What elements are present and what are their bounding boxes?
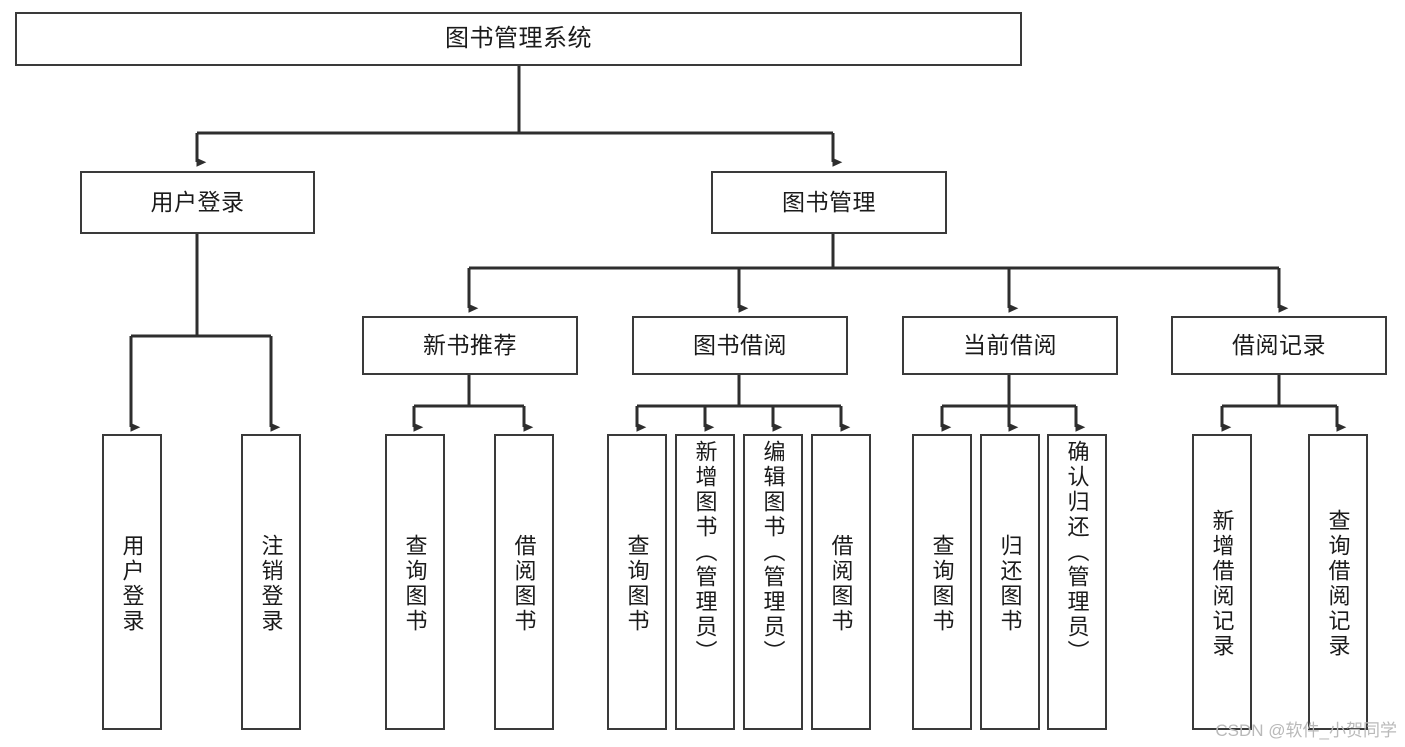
node-label: 图书管理	[782, 188, 876, 215]
node-borrow-record[interactable]: 借阅记录	[1171, 316, 1387, 375]
node-book-borrow[interactable]: 图书借阅	[632, 316, 848, 375]
node-root-book-management-system[interactable]: 图书管理系统	[15, 12, 1022, 66]
leaf-book-borrow-query-books[interactable]: 查询图书	[607, 434, 667, 730]
node-label: 查询图书	[402, 534, 428, 634]
node-label: 图书借阅	[693, 331, 787, 358]
node-label: 新增图书（管理员）	[692, 440, 718, 665]
node-label: 确认归还（管理员）	[1064, 440, 1090, 665]
node-user-login[interactable]: 用户登录	[80, 171, 315, 234]
leaf-borrow-record-add-record[interactable]: 新增借阅记录	[1192, 434, 1252, 730]
leaf-book-borrow-edit-book-admin[interactable]: 编辑图书（管理员）	[743, 434, 803, 730]
node-label: 用户登录	[119, 534, 145, 634]
node-label: 注销登录	[258, 534, 284, 634]
leaf-current-borrow-return-books[interactable]: 归还图书	[980, 434, 1040, 730]
leaf-new-book-borrow-books[interactable]: 借阅图书	[494, 434, 554, 730]
node-current-borrow[interactable]: 当前借阅	[902, 316, 1118, 375]
leaf-book-borrow-add-book-admin[interactable]: 新增图书（管理员）	[675, 434, 735, 730]
leaf-current-borrow-query-books[interactable]: 查询图书	[912, 434, 972, 730]
node-label: 查询图书	[624, 534, 650, 634]
leaf-new-book-query-books[interactable]: 查询图书	[385, 434, 445, 730]
node-label: 借阅图书	[828, 534, 854, 634]
leaf-current-borrow-confirm-return-admin[interactable]: 确认归还（管理员）	[1047, 434, 1107, 730]
leaf-user-login-logout[interactable]: 注销登录	[241, 434, 301, 730]
node-label: 用户登录	[150, 188, 245, 215]
node-label: 新增借阅记录	[1209, 509, 1235, 659]
node-label: 借阅图书	[511, 534, 537, 634]
node-label: 归还图书	[997, 534, 1023, 634]
leaf-user-login-login[interactable]: 用户登录	[102, 434, 162, 730]
node-label: 新书推荐	[423, 331, 517, 358]
node-new-book-recommend[interactable]: 新书推荐	[362, 316, 578, 375]
node-label: 借阅记录	[1232, 331, 1326, 358]
node-label: 编辑图书（管理员）	[760, 440, 786, 665]
leaf-book-borrow-borrow-books[interactable]: 借阅图书	[811, 434, 871, 730]
node-book-management[interactable]: 图书管理	[711, 171, 947, 234]
node-label: 当前借阅	[963, 331, 1057, 358]
leaf-borrow-record-query-record[interactable]: 查询借阅记录	[1308, 434, 1368, 730]
csdn-watermark: CSDN @软件_小贺同学	[1215, 721, 1397, 740]
node-label: 查询借阅记录	[1325, 509, 1351, 659]
node-label: 查询图书	[929, 534, 955, 634]
node-label: 图书管理系统	[445, 24, 592, 52]
